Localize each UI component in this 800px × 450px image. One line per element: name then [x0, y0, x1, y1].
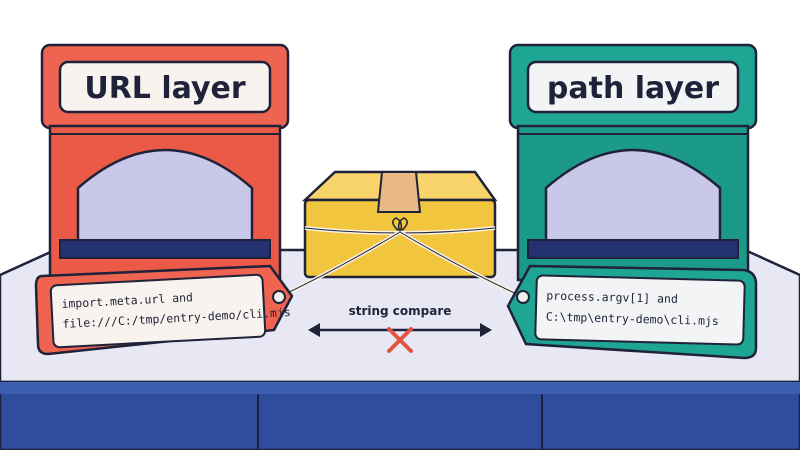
- tag-line-1: import.meta.url and: [61, 290, 193, 311]
- package-tape: [376, 171, 422, 213]
- compare-label: string compare: [349, 304, 452, 318]
- booth-sign: [58, 60, 272, 114]
- red-x-icon: [387, 327, 413, 353]
- booth-title: URL layer: [84, 71, 246, 106]
- tag-line-2: C:\tmp\entry-demo\cli.mjs: [546, 310, 719, 329]
- url-layer-booth: URL layer: [40, 43, 290, 282]
- tag-eyelet: [272, 290, 286, 304]
- tag-card: [534, 274, 746, 346]
- booth-counter: [527, 239, 739, 259]
- left-tag-string-outline: [278, 231, 401, 298]
- tag-line-1: process.argv[1] and: [546, 289, 678, 306]
- booth-counter: [59, 239, 271, 259]
- url-layer-tag: import.meta.url and file:///C:/tmp/entry…: [34, 264, 294, 356]
- booth-title: path layer: [547, 71, 719, 106]
- path-layer-booth: path layer: [508, 43, 758, 282]
- booth-window: [76, 148, 254, 254]
- right-tag-string-outline: [399, 231, 524, 298]
- booth-sign: [526, 60, 740, 114]
- string-compare: string compare: [308, 304, 492, 353]
- tag-card: [49, 273, 267, 349]
- booth-window: [544, 148, 722, 254]
- arrow-right-icon: [480, 323, 492, 337]
- package-box: [301, 170, 498, 279]
- path-layer-tag: process.argv[1] and C:\tmp\entry-demo\cl…: [506, 264, 758, 360]
- table-edge: [0, 382, 800, 394]
- arrow-left-icon: [308, 323, 320, 337]
- tag-eyelet: [516, 290, 530, 304]
